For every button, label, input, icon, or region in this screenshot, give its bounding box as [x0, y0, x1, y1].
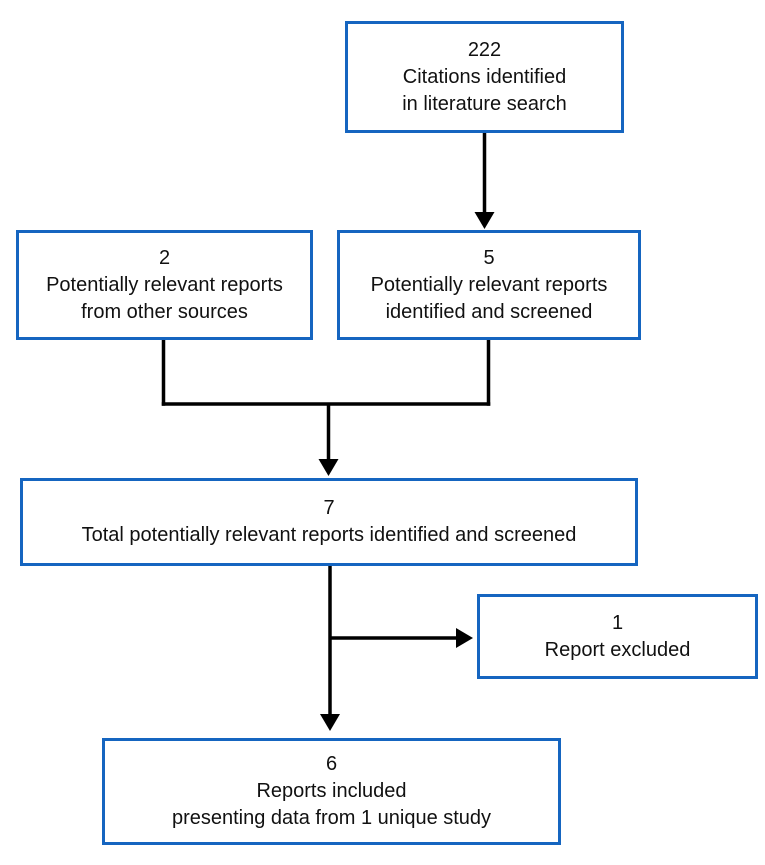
box-label: Reports included presenting data from 1 …: [171, 780, 492, 829]
box-count: 1: [611, 611, 624, 634]
box-count: 7: [323, 497, 335, 519]
box-label: Potentially relevant reports identified …: [370, 273, 608, 323]
flow-box-total-relevant: 7 Total potentially relevant reports ide…: [20, 478, 638, 566]
flow-box-report-excluded: 1 Report excluded: [477, 594, 758, 679]
flow-box-identified-screened: 5 Potentially relevant reports identifie…: [337, 230, 641, 340]
flow-box-reports-included: 6 Reports included presenting data from …: [102, 738, 561, 845]
box-label: Potentially relevant reports from other …: [46, 273, 283, 323]
arrowhead-right-icon: [456, 628, 473, 648]
arrowhead-down-icon: [318, 459, 339, 476]
box-label: Report excluded: [544, 638, 691, 661]
arrowhead-down-icon: [474, 212, 495, 229]
flow-box-other-sources: 2 Potentially relevant reports from othe…: [16, 230, 313, 340]
flow-box-citations-identified: 222 Citations identified in literature s…: [345, 21, 624, 133]
box-count: 6: [325, 753, 338, 775]
box-label: Citations identified in literature searc…: [402, 65, 567, 115]
box-count: 222: [467, 38, 502, 61]
arrowhead-down-icon: [320, 714, 340, 731]
box-label: Total potentially relevant reports ident…: [81, 524, 577, 546]
box-count: 2: [158, 246, 171, 269]
box-count: 5: [483, 246, 495, 269]
